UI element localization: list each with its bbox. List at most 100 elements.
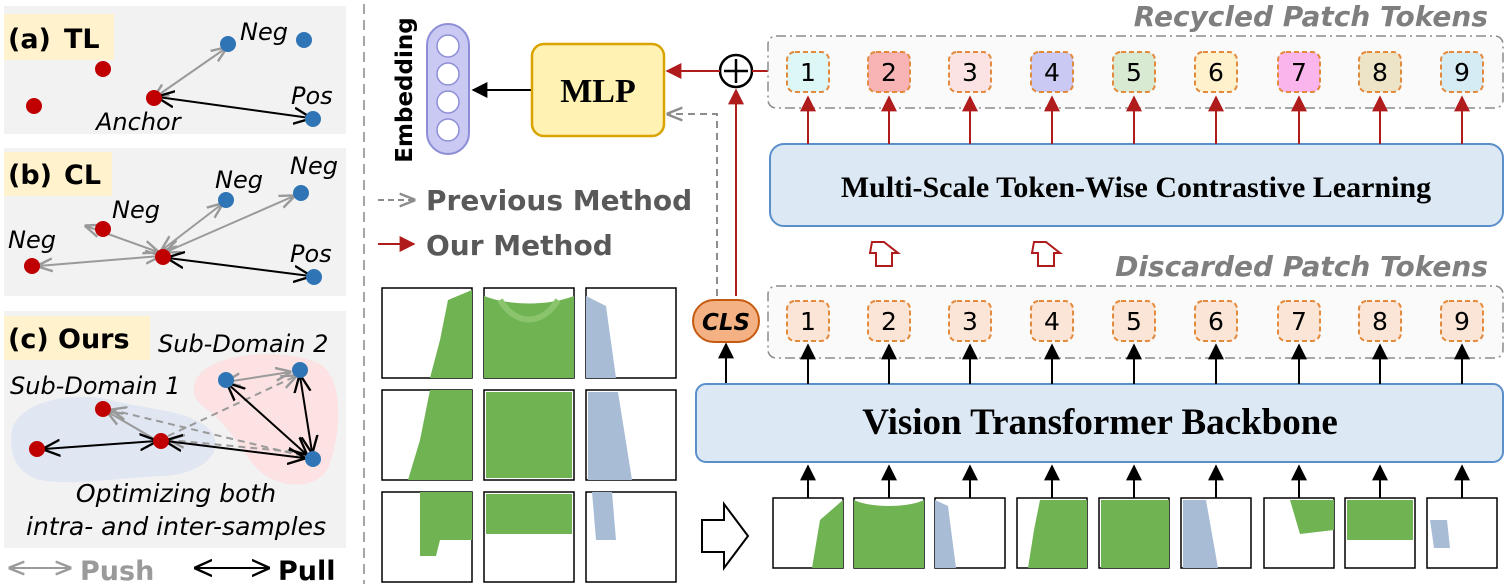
sample-point [24,258,40,274]
embedding-unit [436,90,460,114]
recycled-title: Recycled Patch Tokens [1134,0,1488,33]
push-arrow [38,256,160,266]
pull-arrow [228,384,306,454]
backbone-block [695,383,1504,463]
recycled-token [1440,51,1484,93]
discarded-token [1440,300,1484,342]
sweater-fragment [1028,500,1087,568]
sleeve-fragment [1430,520,1450,548]
our-method-label: Our Method [426,229,613,262]
sweater-fragment [420,492,472,556]
discarded-token [1358,300,1402,342]
cls-token [692,299,760,343]
panel-c-tag: (c) [8,324,49,355]
recycled-token-label: 2 [881,58,897,87]
panel-c-caption-line1: Optimizing both [76,479,276,508]
neg-label: Neg [240,18,288,46]
panel-c-tag-bg [4,316,150,360]
recycled-token [1194,51,1238,93]
recycled-token [948,51,992,93]
panel-a-name: TL [64,24,100,55]
discarded-token [786,300,830,342]
recycled-token [1358,51,1402,93]
sample-point [29,441,45,457]
discarded-token-label: 9 [1454,307,1470,336]
discarded-token-label: 2 [881,307,897,336]
sub-domain-2-label: Sub-Domain 2 [158,330,328,358]
panel-a-tag: (a) [8,24,51,55]
pull-legend-label: Pull [278,556,336,587]
sweater-fragment [486,392,572,478]
embedding-vector [426,23,470,155]
recycled-token-label: 7 [1291,58,1307,87]
pos-point [305,111,321,127]
neg-point [220,36,236,52]
pull-arrow [158,97,310,118]
sweater-fragment [1347,500,1413,540]
embedding-unit [436,118,460,142]
discarded-token-label: 8 [1372,307,1388,336]
recycled-token-label: 1 [800,58,816,87]
recycled-token [1030,51,1074,93]
panel-c-caption-line2: intra- and inter-samples [26,512,326,541]
neg-point [218,372,234,388]
recycled-token-label: 6 [1208,58,1224,87]
sweater-fragment [408,390,472,480]
sweater-fragment [854,500,924,568]
panel-c-name: Ours [58,324,130,355]
anchor-point [155,249,171,265]
discarded-token-label: 3 [962,307,978,336]
sub-domain-1-label: Sub-Domain 1 [10,372,180,400]
contrastive-label: Multi-Scale Token-Wise Contrastive Learn… [841,171,1431,204]
sample-point [95,401,111,417]
cls-label: CLS [702,310,750,336]
neg-label: Neg [215,166,263,194]
discarded-token-label: 6 [1208,307,1224,336]
neg-point [296,32,312,48]
pos-label: Pos [291,82,333,110]
sleeve-fragment [592,492,616,540]
recycled-token-label: 5 [1126,58,1142,87]
anchor-point [146,90,162,106]
discarded-token-label: 7 [1291,307,1307,336]
recycled-token [786,51,830,93]
recycled-token-label: 4 [1044,58,1060,87]
sweater-fragment [812,500,843,568]
up-hollow-arrow [868,241,901,267]
sleeve-fragment [935,500,956,568]
discarded-token [1194,300,1238,342]
hollow-arrow [701,501,750,571]
embedding-label: Embedding [392,17,418,162]
push-arrow [154,48,226,98]
pos-point [306,269,322,285]
discarded-token [1112,300,1156,342]
panel-b-tag-bg [4,152,112,196]
sweater-fragment [484,296,574,378]
mlp-block [530,42,666,138]
mlp-label: MLP [560,73,636,110]
neg-point [293,185,309,201]
up-hollow-arrow [1030,241,1063,267]
sample-point [95,221,111,237]
panel-b-tag: (b) [8,160,52,191]
push-arrow [166,196,294,252]
sweater-fragment [486,494,572,534]
pos-point [305,451,321,467]
discarded-token-label: 1 [800,307,816,336]
anchor-label: Anchor [94,108,183,136]
neg-point [292,362,308,378]
discarded-token [867,300,911,342]
discarded-title: Discarded Patch Tokens [1115,250,1488,283]
sleeve-fragment [588,392,632,480]
recycled-token [1277,51,1321,93]
recycled-token-label: 9 [1454,58,1470,87]
sweater-collar [497,298,561,323]
recycled-token [867,51,911,93]
contrastive-block [769,143,1504,227]
neg-label: Neg [290,152,338,180]
neg-label: Neg [8,226,56,254]
push-legend-label: Push [80,556,154,587]
previous-method-label: Previous Method [426,184,692,217]
anchor-point [153,433,169,449]
